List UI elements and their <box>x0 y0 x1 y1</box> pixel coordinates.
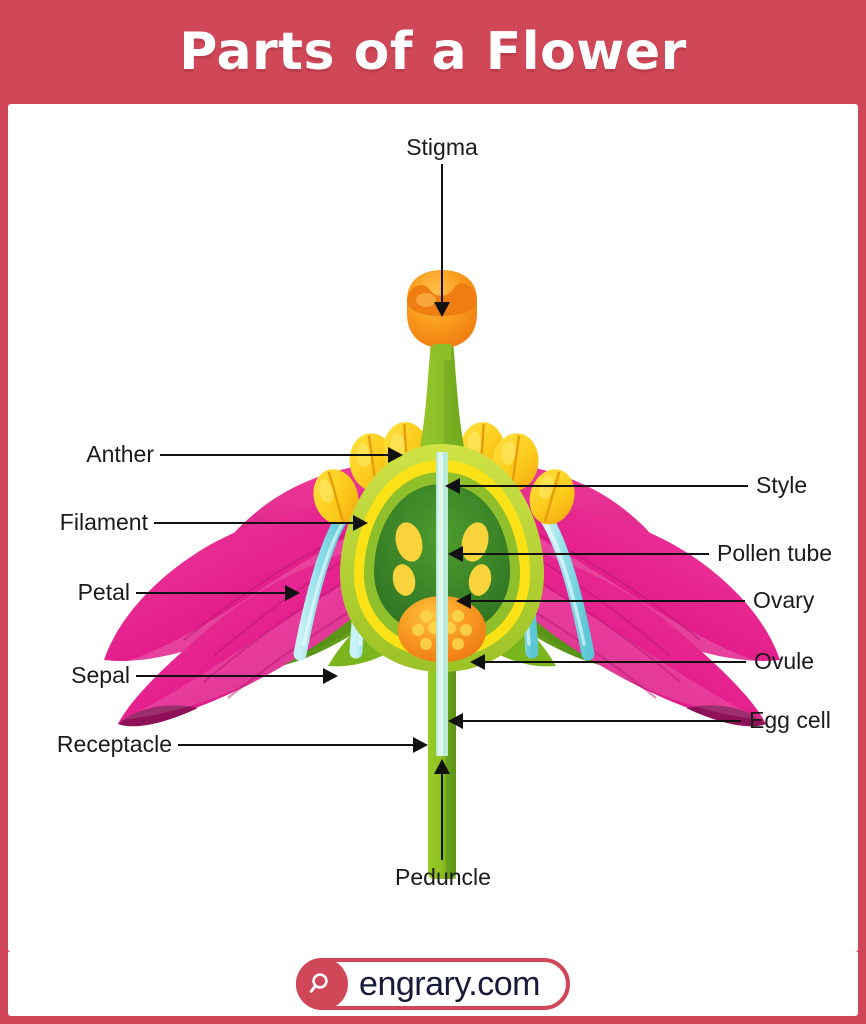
diagram-canvas: Anther Filament Petal Sepal Receptacle S… <box>8 104 858 952</box>
leader-peduncle <box>441 772 444 860</box>
logo-text: engrary.com <box>359 965 540 1003</box>
label-egg-cell: Egg cell <box>749 707 831 733</box>
page-title: Parts of a Flower <box>179 22 687 82</box>
label-filament: Filament <box>59 509 148 535</box>
label-ovary: Ovary <box>753 587 815 613</box>
arrowhead-pollen-tube <box>448 546 463 562</box>
leader-sepal <box>136 675 323 678</box>
arrowhead-ovary <box>456 593 471 609</box>
arrowhead-peduncle <box>434 759 450 774</box>
leader-receptacle <box>178 744 413 747</box>
leader-style <box>460 485 748 488</box>
label-peduncle: Peduncle <box>395 864 491 890</box>
ovule-shapes <box>392 522 492 596</box>
label-petal: Petal <box>77 579 130 605</box>
arrowhead-receptacle <box>413 737 428 753</box>
leader-stigma <box>441 164 444 304</box>
label-stigma: Stigma <box>406 134 478 160</box>
label-style: Style <box>756 472 808 498</box>
petal-shapes-back <box>209 444 675 596</box>
sepal-shapes <box>214 573 670 672</box>
label-receptacle: Receptacle <box>56 731 172 757</box>
site-logo[interactable]: engrary.com <box>296 958 570 1010</box>
pollen-tube-shape <box>436 452 448 756</box>
label-pollen-tube: Pollen tube <box>717 540 833 566</box>
style-shape <box>384 326 500 556</box>
leader-pollen-tube <box>463 553 709 556</box>
leader-ovary <box>471 600 745 603</box>
footer-bar: engrary.com <box>8 952 858 1016</box>
arrowhead-stigma <box>434 302 450 317</box>
leader-petal <box>136 592 285 595</box>
title-bar: Parts of a Flower <box>0 0 866 104</box>
leader-ovule <box>485 661 746 664</box>
petal-shapes-front <box>104 500 780 727</box>
arrowhead-style <box>445 478 460 494</box>
label-anther: Anther <box>86 441 154 467</box>
arrowhead-ovule <box>470 654 485 670</box>
arrowhead-petal <box>285 585 300 601</box>
leader-anther <box>160 454 388 457</box>
search-icon <box>296 958 349 1010</box>
leader-filament <box>154 522 353 525</box>
arrowhead-anther <box>388 447 403 463</box>
arrowhead-egg-cell <box>448 713 463 729</box>
arrowhead-sepal <box>323 668 338 684</box>
label-sepal: Sepal <box>71 662 130 688</box>
label-ovule: Ovule <box>754 648 815 674</box>
leader-egg-cell <box>463 720 741 723</box>
receptacle-shape <box>375 559 509 663</box>
egg-cell-shape <box>398 596 486 662</box>
arrowhead-filament <box>353 515 368 531</box>
